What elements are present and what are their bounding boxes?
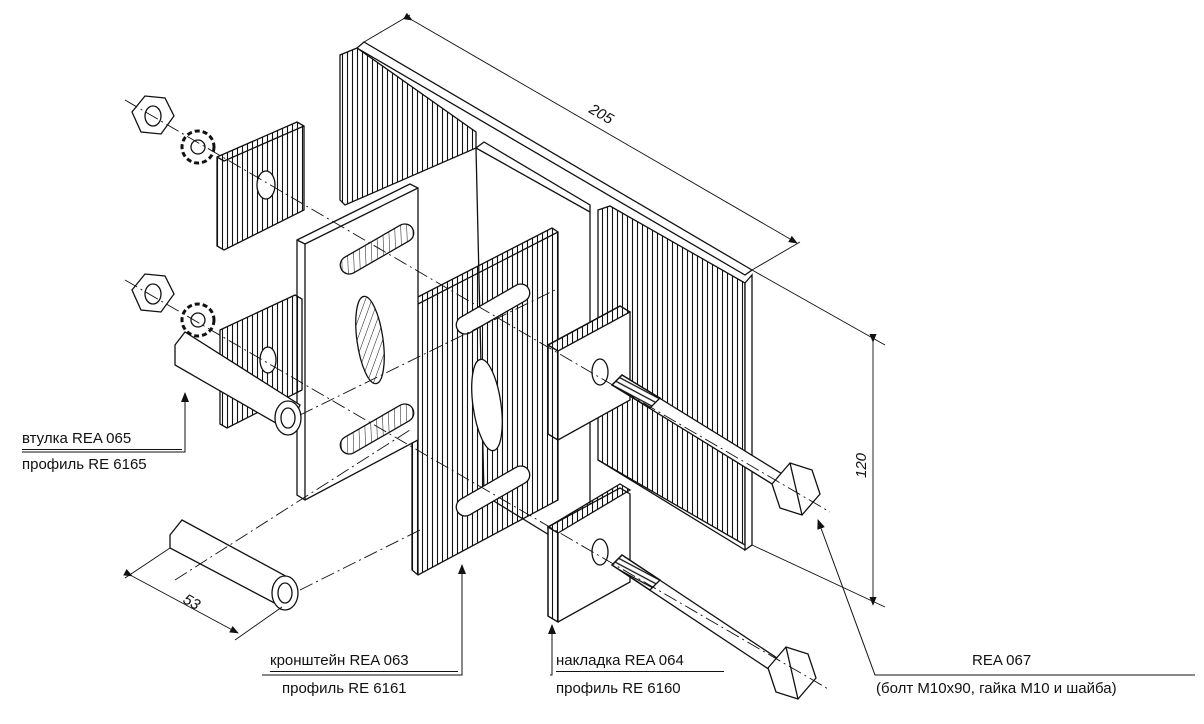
washer-upper-outer [180, 129, 216, 165]
axis-lower [124, 279, 831, 691]
axis-upper [124, 99, 831, 513]
lower-pad-hole [259, 346, 277, 374]
washer-lower-inner [190, 312, 206, 328]
pad-lower-right [546, 483, 632, 624]
dim-120-text: 120 [853, 452, 870, 478]
label-bracket-profile: профиль RE 6161 [282, 680, 407, 697]
pad-upper-side [547, 343, 559, 442]
axis-left [174, 429, 411, 581]
right-end-plate [744, 273, 753, 552]
leader-sleeve [22, 392, 189, 453]
washer-lower [180, 302, 216, 338]
upper-pad-plate [216, 121, 305, 251]
pad-upper-right [546, 305, 632, 442]
dim-120-ext-top [751, 269, 886, 346]
bolt-lower-head-edge [785, 646, 799, 700]
sleeve-upper-end [274, 400, 302, 436]
label-pad: накладка REA 064 [556, 652, 724, 672]
upper-pad-hole [256, 170, 276, 200]
bolt-upper [610, 374, 821, 516]
upper-pad-top [216, 125, 305, 162]
dim-205-line [403, 12, 798, 244]
l-bracket-slot-center [355, 295, 385, 385]
pad-lower-hole [591, 538, 609, 566]
dim-53-text: 53 [180, 591, 204, 614]
pad-upper-hole [591, 358, 609, 386]
dim-53-ext-right [234, 606, 283, 641]
label-bracket: кронштейн REA 063 [270, 652, 458, 672]
dim-53-line [123, 568, 239, 634]
l-bracket-slot-bottom [339, 403, 415, 455]
bracket-slot-top [455, 283, 531, 335]
nut-upper-bore [144, 105, 162, 127]
label-sleeve: втулка REA 065 [22, 430, 182, 450]
sleeve-upper [174, 331, 302, 436]
bolt-upper-thread [610, 374, 662, 409]
label-bolt-set: REA 067 [972, 652, 1032, 669]
bracket-slot-center [471, 358, 503, 452]
dim-53-ext-left [124, 547, 171, 579]
l-bracket-plate [296, 183, 419, 501]
bracket-slot-bottom [455, 465, 531, 517]
label-pad-profile: профиль RE 6160 [556, 680, 681, 697]
washer-upper [180, 129, 216, 165]
nut-upper [131, 95, 175, 135]
nut-lower-bore [144, 283, 162, 305]
bracket-front-plate [411, 227, 559, 576]
sleeve-lower-bore [277, 582, 293, 604]
axis-sleeve-lower [299, 529, 421, 591]
profile-bottom-edge [597, 459, 746, 551]
dim-205-ext-left [363, 14, 411, 43]
axis-lines [124, 99, 831, 691]
washer-upper-inner [190, 139, 206, 155]
leader-bracket [262, 564, 466, 676]
bolt-lower [610, 554, 817, 700]
dim-120-ext-bottom [751, 544, 886, 608]
leader-bolt [817, 519, 1195, 676]
label-sleeve-profile: профиль RE 6165 [22, 456, 147, 473]
nut-lower-hex [131, 273, 175, 313]
leader-lines [22, 392, 1195, 676]
leader-pad [548, 624, 556, 676]
bolt-lower-thread [610, 554, 662, 591]
dimension-lines [123, 12, 886, 641]
sleeve-upper-bore [280, 407, 296, 429]
nut-lower [131, 273, 175, 313]
dim-205-ext-right [751, 241, 801, 271]
pad-lower-side [547, 525, 559, 624]
washer-lower-outer [180, 302, 216, 338]
label-bolt-set-note: (болт М10х90, гайка М10 и шайба) [876, 680, 1117, 697]
sleeve-lower-end [271, 575, 299, 611]
nut-upper-hex [131, 95, 175, 135]
bolt-upper-head-edge [789, 462, 803, 516]
dim-205-text: 205 [585, 100, 617, 128]
sleeve-lower [169, 519, 299, 611]
